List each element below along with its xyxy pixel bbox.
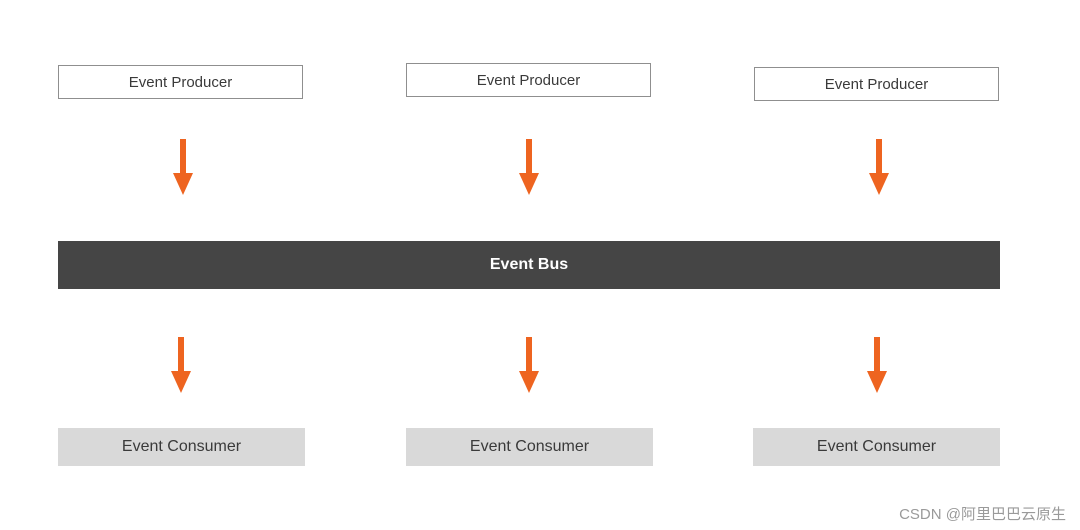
- down-arrow-icon: [173, 139, 193, 195]
- event-producer-box-3: Event Producer: [754, 67, 999, 101]
- event-consumer-box-3: Event Consumer: [753, 428, 1000, 466]
- down-arrow-icon: [519, 337, 539, 393]
- event-producer-box-1: Event Producer: [58, 65, 303, 99]
- down-arrow-icon: [869, 139, 889, 195]
- event-bus-bar: Event Bus: [58, 241, 1000, 289]
- watermark-text: CSDN @阿里巴巴云原生: [899, 506, 1066, 523]
- down-arrow-icon: [519, 139, 539, 195]
- event-producer-box-2: Event Producer: [406, 63, 651, 97]
- down-arrow-icon: [171, 337, 191, 393]
- down-arrow-icon: [867, 337, 887, 393]
- event-bus-label: Event Bus: [489, 256, 569, 273]
- event-consumer-box-1: Event Consumer: [58, 428, 305, 466]
- event-consumer-box-2: Event Consumer: [406, 428, 653, 466]
